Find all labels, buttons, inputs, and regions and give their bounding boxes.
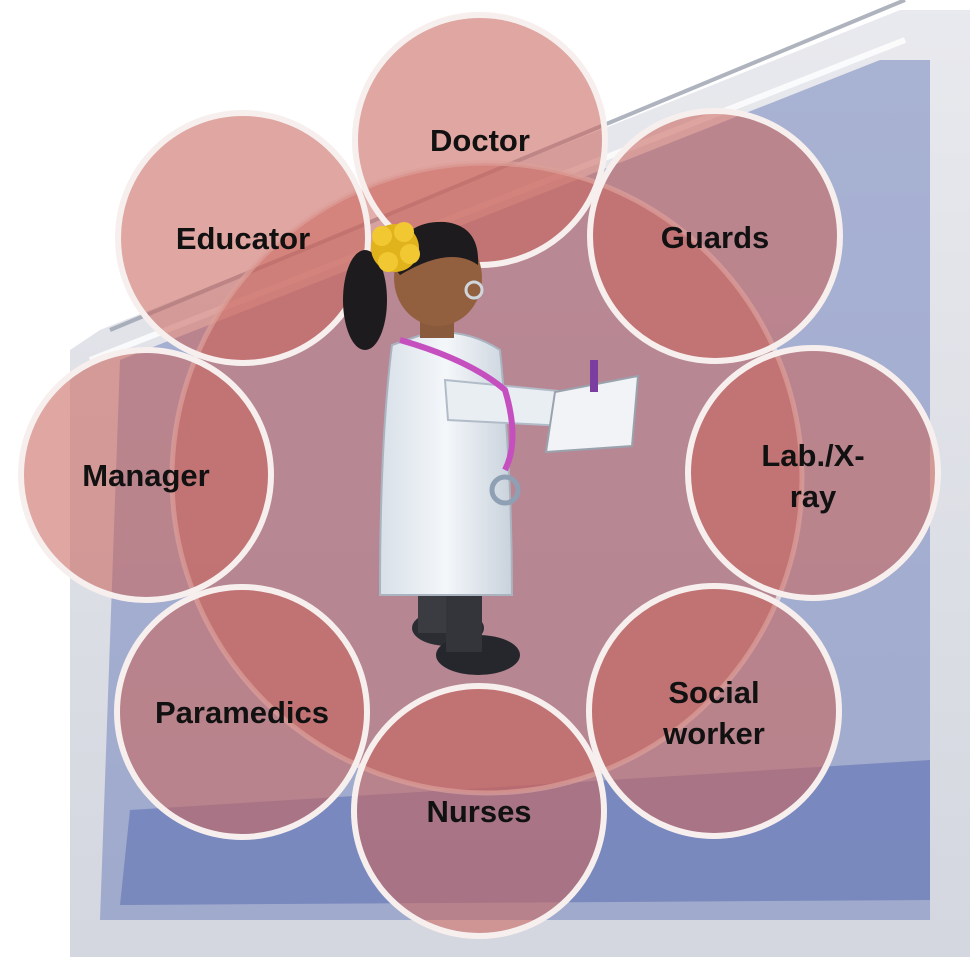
node-circle-paramedics: [114, 584, 370, 840]
node-circle-guards: [587, 108, 843, 364]
node-paramedics: Paramedics: [114, 584, 370, 840]
node-circle-manager: [18, 347, 274, 603]
node-lab-x-ray: Lab./X- ray: [685, 345, 941, 601]
node-label-social-worker-line1: Social: [668, 675, 759, 710]
node-label-educator: Educator: [176, 221, 310, 256]
node-circle-nurses: [351, 683, 607, 939]
node-educator: Educator: [115, 110, 371, 366]
node-label-nurses: Nurses: [426, 794, 531, 829]
node-label-social-worker-line2: worker: [662, 716, 765, 751]
node-label-manager: Manager: [82, 458, 209, 493]
node-label-doctor: Doctor: [430, 123, 530, 158]
node-circle-social-worker: [586, 583, 842, 839]
node-label-lab-x-ray-line2: ray: [790, 479, 837, 514]
node-label-lab-x-ray-line1: Lab./X-: [761, 438, 864, 473]
node-manager: Manager: [18, 347, 274, 603]
doctor-character-illustration: [343, 221, 640, 675]
node-circle-educator: [115, 110, 371, 366]
node-social-worker: Social worker: [586, 583, 842, 839]
bubble-group: Doctor Guards Lab./X- ray Social worker …: [18, 12, 941, 939]
node-label-guards: Guards: [661, 220, 770, 255]
node-nurses: Nurses: [351, 683, 607, 939]
node-label-paramedics: Paramedics: [155, 695, 329, 730]
node-circle-lab-x-ray: [685, 345, 941, 601]
node-guards: Guards: [587, 108, 843, 364]
